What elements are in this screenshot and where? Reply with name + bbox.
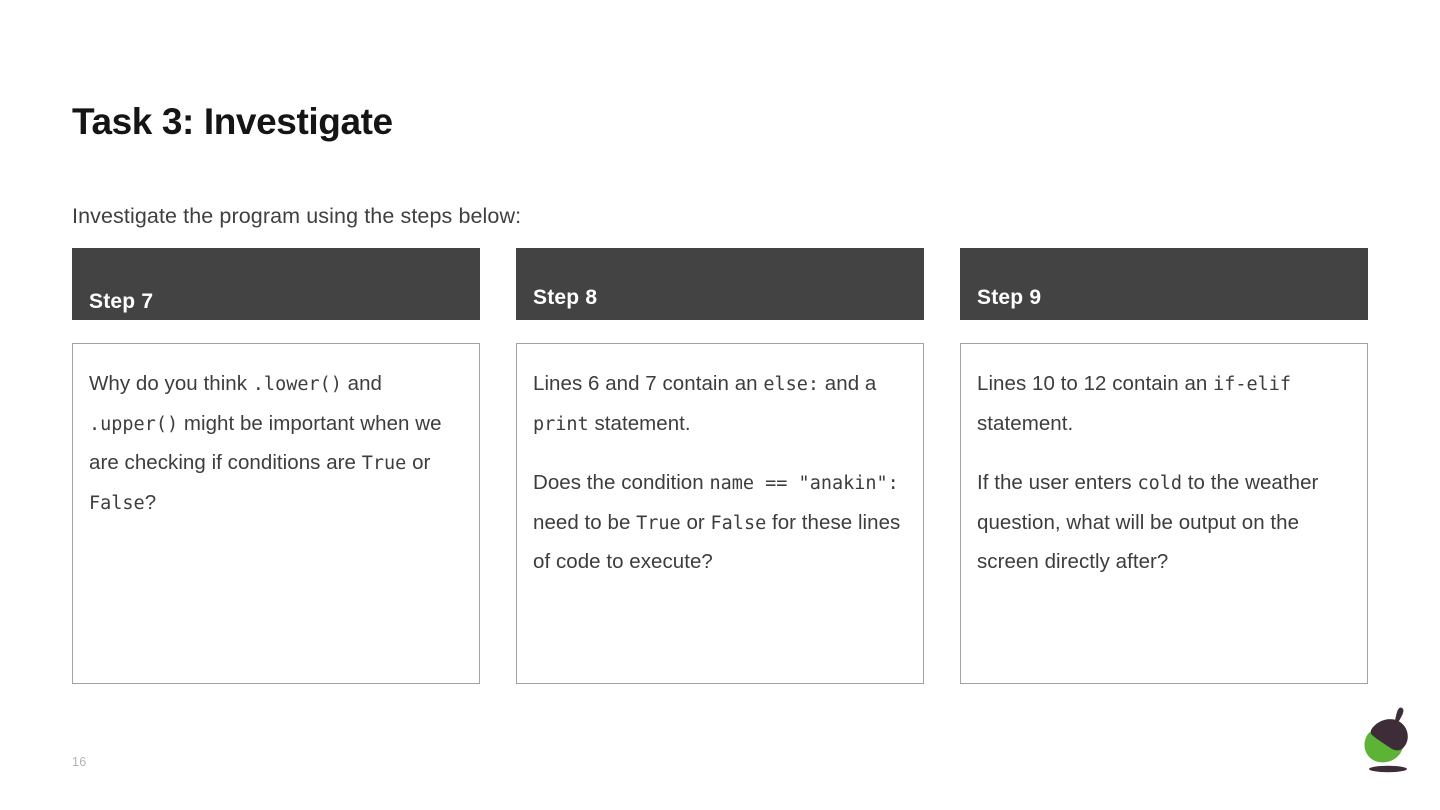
step-card-9: Step 9 Lines 10 to 12 contain an if-elif…	[960, 248, 1368, 684]
step-card-9-header: Step 9	[960, 248, 1368, 320]
inline-code: True	[636, 512, 681, 534]
inline-code: print	[533, 413, 589, 435]
page-title: Task 3: Investigate	[72, 100, 393, 142]
page-number: 16	[72, 755, 87, 769]
step-card-9-paragraph-2: If the user enters cold to the weather q…	[977, 471, 1319, 574]
acorn-icon	[1364, 707, 1408, 773]
step-card-8-body: Lines 6 and 7 contain an else: and a pri…	[516, 343, 924, 684]
step-card-8-paragraph-1: Lines 6 and 7 contain an else: and a pri…	[533, 372, 877, 435]
step-card-8-paragraph-2: Does the condition name == "anakin": nee…	[533, 471, 901, 574]
slide-subtitle: Investigate the program using the steps …	[72, 203, 522, 228]
step-card-7: Step 7 Why do you think .lower() and .up…	[72, 248, 480, 684]
inline-code: cold	[1137, 473, 1183, 495]
inline-code: else:	[763, 374, 820, 395]
step-card-9-body: Lines 10 to 12 contain an if-elif statem…	[960, 343, 1368, 684]
step-card-8-title: Step 8	[533, 286, 598, 309]
inline-code: name == "anakin":	[709, 473, 899, 495]
step-card-7-body: Why do you think .lower() and .upper() m…	[72, 343, 480, 684]
step-card-9-title: Step 9	[977, 286, 1042, 309]
step-card-8-header: Step 8	[516, 248, 924, 320]
step-card-8: Step 8 Lines 6 and 7 contain an else: an…	[516, 248, 924, 684]
inline-code: False	[710, 512, 767, 534]
step-card-9-paragraph-1: Lines 10 to 12 contain an if-elif statem…	[977, 372, 1292, 435]
inline-code: .upper()	[89, 413, 179, 435]
step-card-7-header: Step 7	[72, 248, 480, 320]
steps-card-row: Step 7 Why do you think .lower() and .up…	[72, 248, 1368, 684]
inline-code: False	[89, 492, 145, 514]
inline-code: .lower()	[252, 374, 342, 395]
acorn-logo	[1357, 707, 1419, 775]
inline-code: if-elif	[1213, 374, 1292, 395]
inline-code: True	[361, 453, 407, 475]
step-card-7-paragraph-1: Why do you think .lower() and .upper() m…	[89, 372, 442, 514]
step-card-7-title: Step 7	[89, 290, 154, 313]
